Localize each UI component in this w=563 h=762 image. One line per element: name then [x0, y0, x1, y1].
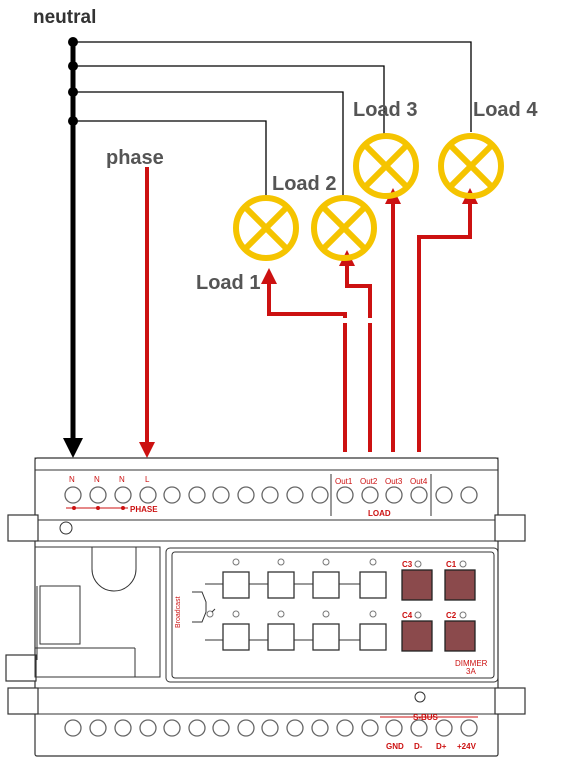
terminal[interactable]	[114, 486, 132, 504]
terminal[interactable]	[237, 486, 255, 504]
terminal[interactable]	[361, 719, 379, 737]
terminal[interactable]	[460, 486, 478, 504]
neutral-junction	[68, 87, 78, 97]
c2-label: C2	[446, 611, 457, 620]
dimmer-rating: 3A	[466, 667, 476, 676]
wire-out2	[339, 250, 372, 452]
bottom-terminals	[64, 719, 478, 737]
d-plus-label: D+	[436, 742, 447, 751]
terminal[interactable]	[163, 486, 181, 504]
wire-out4	[417, 188, 478, 452]
terminal[interactable]	[311, 486, 329, 504]
terminal[interactable]	[336, 719, 354, 737]
neutral-junction	[68, 37, 78, 47]
channel-button[interactable]	[222, 623, 250, 651]
phase-label: phase	[106, 147, 164, 169]
channel-button[interactable]	[267, 571, 295, 599]
terminal[interactable]	[336, 486, 354, 504]
plus24v-label: +24V	[457, 742, 477, 751]
out2-label: Out2	[360, 477, 378, 486]
terminal[interactable]	[385, 486, 403, 504]
terminal[interactable]	[212, 486, 230, 504]
out1-label: Out1	[335, 477, 353, 486]
neutral-branch-load3	[73, 65, 385, 135]
terminal[interactable]	[139, 719, 157, 737]
terminal[interactable]	[237, 719, 255, 737]
neutral-branch-load4	[73, 41, 472, 132]
neutral-label: neutral	[33, 7, 96, 28]
channel-button[interactable]	[359, 623, 387, 651]
lamp-load1	[233, 195, 299, 261]
terminal[interactable]	[212, 719, 230, 737]
terminal[interactable]	[435, 486, 453, 504]
terminal-n1-label: N	[69, 475, 75, 484]
load2-label: Load 2	[272, 173, 336, 195]
out4-label: Out4	[410, 477, 428, 486]
load-caption: LOAD	[368, 509, 391, 518]
gnd-label: GND	[386, 742, 404, 751]
c4-button[interactable]	[401, 620, 433, 652]
terminal[interactable]	[410, 719, 428, 737]
crossing-gap	[341, 318, 349, 323]
terminal[interactable]	[188, 486, 206, 504]
neutral-branch-load2	[73, 91, 344, 196]
channel-button[interactable]	[312, 623, 340, 651]
channel-buttons	[205, 558, 387, 651]
terminal[interactable]	[460, 719, 478, 737]
phase-caption: PHASE	[130, 505, 158, 514]
lamp-load4	[438, 133, 504, 199]
terminal[interactable]	[89, 486, 107, 504]
load3-label: Load 3	[353, 99, 417, 121]
terminal-n2-label: N	[94, 475, 100, 484]
lamp-load2	[311, 195, 377, 261]
neutral-wires	[63, 37, 472, 458]
terminal-n3-label: N	[119, 475, 125, 484]
neutral-junction	[68, 61, 78, 71]
dimmer-label: DIMMER	[455, 659, 488, 668]
top-terminals	[64, 486, 478, 504]
sbus-caption: S-BUS	[413, 713, 439, 722]
terminal[interactable]	[361, 486, 379, 504]
out3-label: Out3	[385, 477, 403, 486]
c1-button[interactable]	[444, 569, 476, 601]
terminal[interactable]	[435, 719, 453, 737]
terminal[interactable]	[64, 719, 82, 737]
crossing-gap	[366, 318, 374, 323]
terminal[interactable]	[114, 719, 132, 737]
c4-label: C4	[402, 611, 413, 620]
terminal[interactable]	[410, 486, 428, 504]
terminal[interactable]	[139, 486, 157, 504]
c1-label: C1	[446, 560, 457, 569]
terminal[interactable]	[188, 719, 206, 737]
channel-button[interactable]	[312, 571, 340, 599]
terminal[interactable]	[261, 486, 279, 504]
channel-button[interactable]	[267, 623, 295, 651]
c2-button[interactable]	[444, 620, 476, 652]
c3-button[interactable]	[401, 569, 433, 601]
terminal[interactable]	[163, 719, 181, 737]
terminal[interactable]	[311, 719, 329, 737]
terminal[interactable]	[261, 719, 279, 737]
d-minus-label: D-	[414, 742, 423, 751]
wire-out1	[261, 268, 347, 452]
terminal[interactable]	[89, 719, 107, 737]
terminal-l-label: L	[145, 475, 150, 484]
output-wires	[261, 188, 478, 452]
channel-button[interactable]	[359, 571, 387, 599]
broadcast-label: Broadcast	[175, 596, 182, 628]
load1-label: Load 1	[196, 272, 260, 294]
neutral-junction	[68, 116, 78, 126]
load4-label: Load 4	[473, 99, 538, 121]
terminal[interactable]	[286, 486, 304, 504]
terminal[interactable]	[64, 486, 82, 504]
c3-label: C3	[402, 560, 413, 569]
terminal[interactable]	[286, 719, 304, 737]
terminal[interactable]	[385, 719, 403, 737]
channel-button[interactable]	[222, 571, 250, 599]
lamp-load3	[353, 133, 419, 199]
dimmer-module: Broadcast C3 C	[5, 457, 526, 757]
neutral-branch-load1	[73, 120, 267, 197]
